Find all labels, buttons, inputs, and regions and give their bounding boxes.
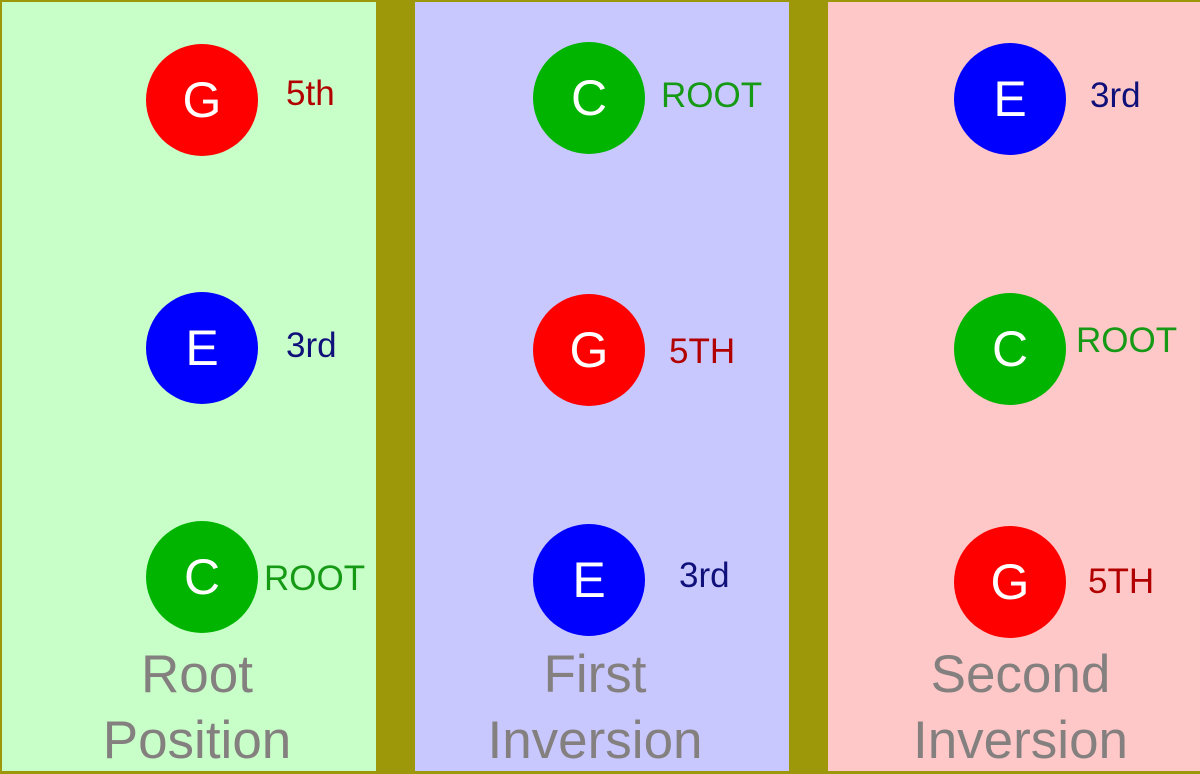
note-label: 5TH	[1088, 562, 1155, 601]
panel-title-line2: Inversion	[487, 711, 703, 770]
note-label: ROOT	[661, 76, 763, 115]
note-label: 3rd	[1090, 76, 1141, 115]
note-label: ROOT	[264, 559, 366, 598]
note-circle: C	[146, 521, 258, 633]
note-label: 3rd	[679, 556, 730, 595]
panel-title: First Inversion	[470, 642, 720, 774]
panel-title-line2: Inversion	[912, 711, 1129, 770]
note-label: ROOT	[1076, 321, 1178, 360]
note-label: 5TH	[669, 332, 736, 371]
note-circle: E	[533, 524, 645, 636]
note-circle: E	[146, 292, 258, 404]
panel-second-inversion: E 3rd C ROOT G 5TH Second Inversion	[828, 2, 1200, 771]
note-circle: C	[533, 42, 645, 154]
note-label: 5th	[286, 74, 335, 113]
panel-title-line1: Second	[930, 645, 1111, 704]
panel-title-line1: Root	[141, 645, 253, 704]
note-label: 3rd	[286, 326, 337, 365]
panel-title: Root Position	[92, 642, 302, 774]
panel-title: Second Inversion	[903, 642, 1138, 774]
panel-title-line1: First	[543, 645, 647, 704]
note-circle: G	[533, 294, 645, 406]
note-circle: C	[954, 293, 1066, 405]
note-circle: E	[954, 43, 1066, 155]
note-circle: G	[954, 526, 1066, 638]
panel-root-position: G 5th E 3rd C ROOT Root Position	[2, 2, 376, 771]
note-circle: G	[146, 44, 258, 156]
panel-first-inversion: C ROOT G 5TH E 3rd First Inversion	[415, 2, 789, 771]
panel-title-line2: Position	[102, 711, 292, 770]
